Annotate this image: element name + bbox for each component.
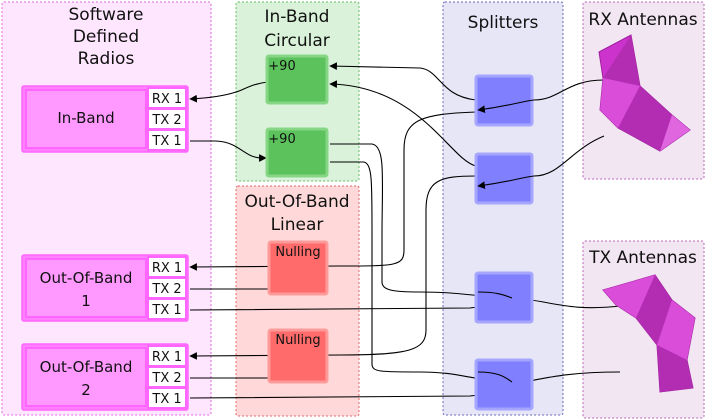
wire-hybrid1-in-b	[329, 80, 477, 167]
splitter-junctions	[477, 99, 535, 383]
rx-antennas-title: RX Antennas	[588, 10, 697, 30]
radio-in-band: In-Band RX 1 TX 2 TX 1	[21, 85, 189, 153]
port-oob-2-rx1-label: RX 1	[152, 350, 182, 365]
port-oob-2-tx1-label: TX 1	[151, 392, 181, 407]
wire-splitter2-rxant	[533, 135, 605, 177]
port-in-band-tx1-label: TX 1	[151, 134, 181, 149]
splitter-block-3	[474, 271, 534, 324]
wire-hybrid1-in-a	[329, 62, 477, 101]
splitters-title: Splitters	[468, 13, 539, 33]
hybrid-1-label: +90	[268, 59, 295, 74]
wire-hybrid2-out-a	[330, 143, 511, 302]
radio-in-band-name: In-Band	[57, 109, 114, 127]
wire-inband-rx1	[189, 81, 269, 103]
splitter-block-2	[474, 152, 534, 205]
hybrid-block-2: +90	[265, 127, 329, 178]
radios-title-line-3: Radios	[78, 49, 135, 69]
radios-title-line-1: Software	[69, 5, 144, 25]
port-in-band-rx1-label: RX 1	[152, 92, 182, 107]
port-in-band-tx1	[147, 129, 187, 151]
rx-antenna-icon	[598, 34, 691, 152]
hybrid-2-label: +90	[268, 132, 295, 147]
nulling-block-1: Nulling	[267, 240, 329, 296]
nulling-block-2: Nulling	[267, 328, 329, 384]
radio-oob-1: Out-Of-Band 1 RX 1 TX 2 TX 1	[21, 254, 189, 322]
nulling-2-label: Nulling	[275, 333, 320, 348]
radios-title-line-2: Defined	[73, 27, 139, 47]
wire-splitter1-rxant	[533, 79, 605, 101]
radio-oob-2: Out-Of-Band 2 RX 1 TX 2 TX 1	[21, 343, 189, 411]
radio-in-band-body	[25, 89, 147, 149]
nulling-1-label: Nulling	[275, 245, 320, 260]
wire-oob1-rx1	[189, 111, 477, 271]
circular-title-line-2: Circular	[264, 31, 329, 51]
port-oob-1-rx1-label: RX 1	[152, 261, 182, 276]
tx-antennas-title: TX Antennas	[588, 248, 697, 268]
port-oob-2-tx2-label: TX 2	[151, 371, 181, 386]
radio-oob-1-name-line-2: 1	[81, 292, 91, 310]
port-oob-2-tx1	[147, 387, 187, 409]
radio-oob-1-name-line-1: Out-Of-Band	[40, 269, 133, 287]
radio-oob-2-name-line-1: Out-Of-Band	[40, 358, 133, 376]
wire-oob2-rx1	[189, 175, 477, 360]
tx-antenna-icon	[602, 274, 696, 393]
linear-title-line-1: Out-Of-Band	[244, 192, 349, 212]
splitter-block-1	[474, 74, 534, 127]
port-oob-1-tx1-label: TX 1	[151, 303, 181, 318]
radio-oob-2-body	[25, 347, 147, 407]
region-splitters	[442, 1, 564, 416]
hybrid-block-1: +90	[265, 54, 329, 105]
wire-inband-tx1	[190, 140, 267, 162]
radio-oob-1-body	[25, 258, 147, 318]
port-in-band-tx2-label: TX 2	[151, 113, 181, 128]
port-oob-1-tx1	[147, 298, 187, 320]
linear-title-line-2: Linear	[271, 215, 324, 235]
splitter-block-4	[474, 358, 534, 411]
radio-oob-2-name-line-2: 2	[81, 381, 91, 399]
circular-title-line-1: In-Band	[265, 7, 330, 27]
port-oob-1-tx2-label: TX 2	[151, 282, 181, 297]
wire-hybrid2-out-b	[330, 161, 511, 386]
